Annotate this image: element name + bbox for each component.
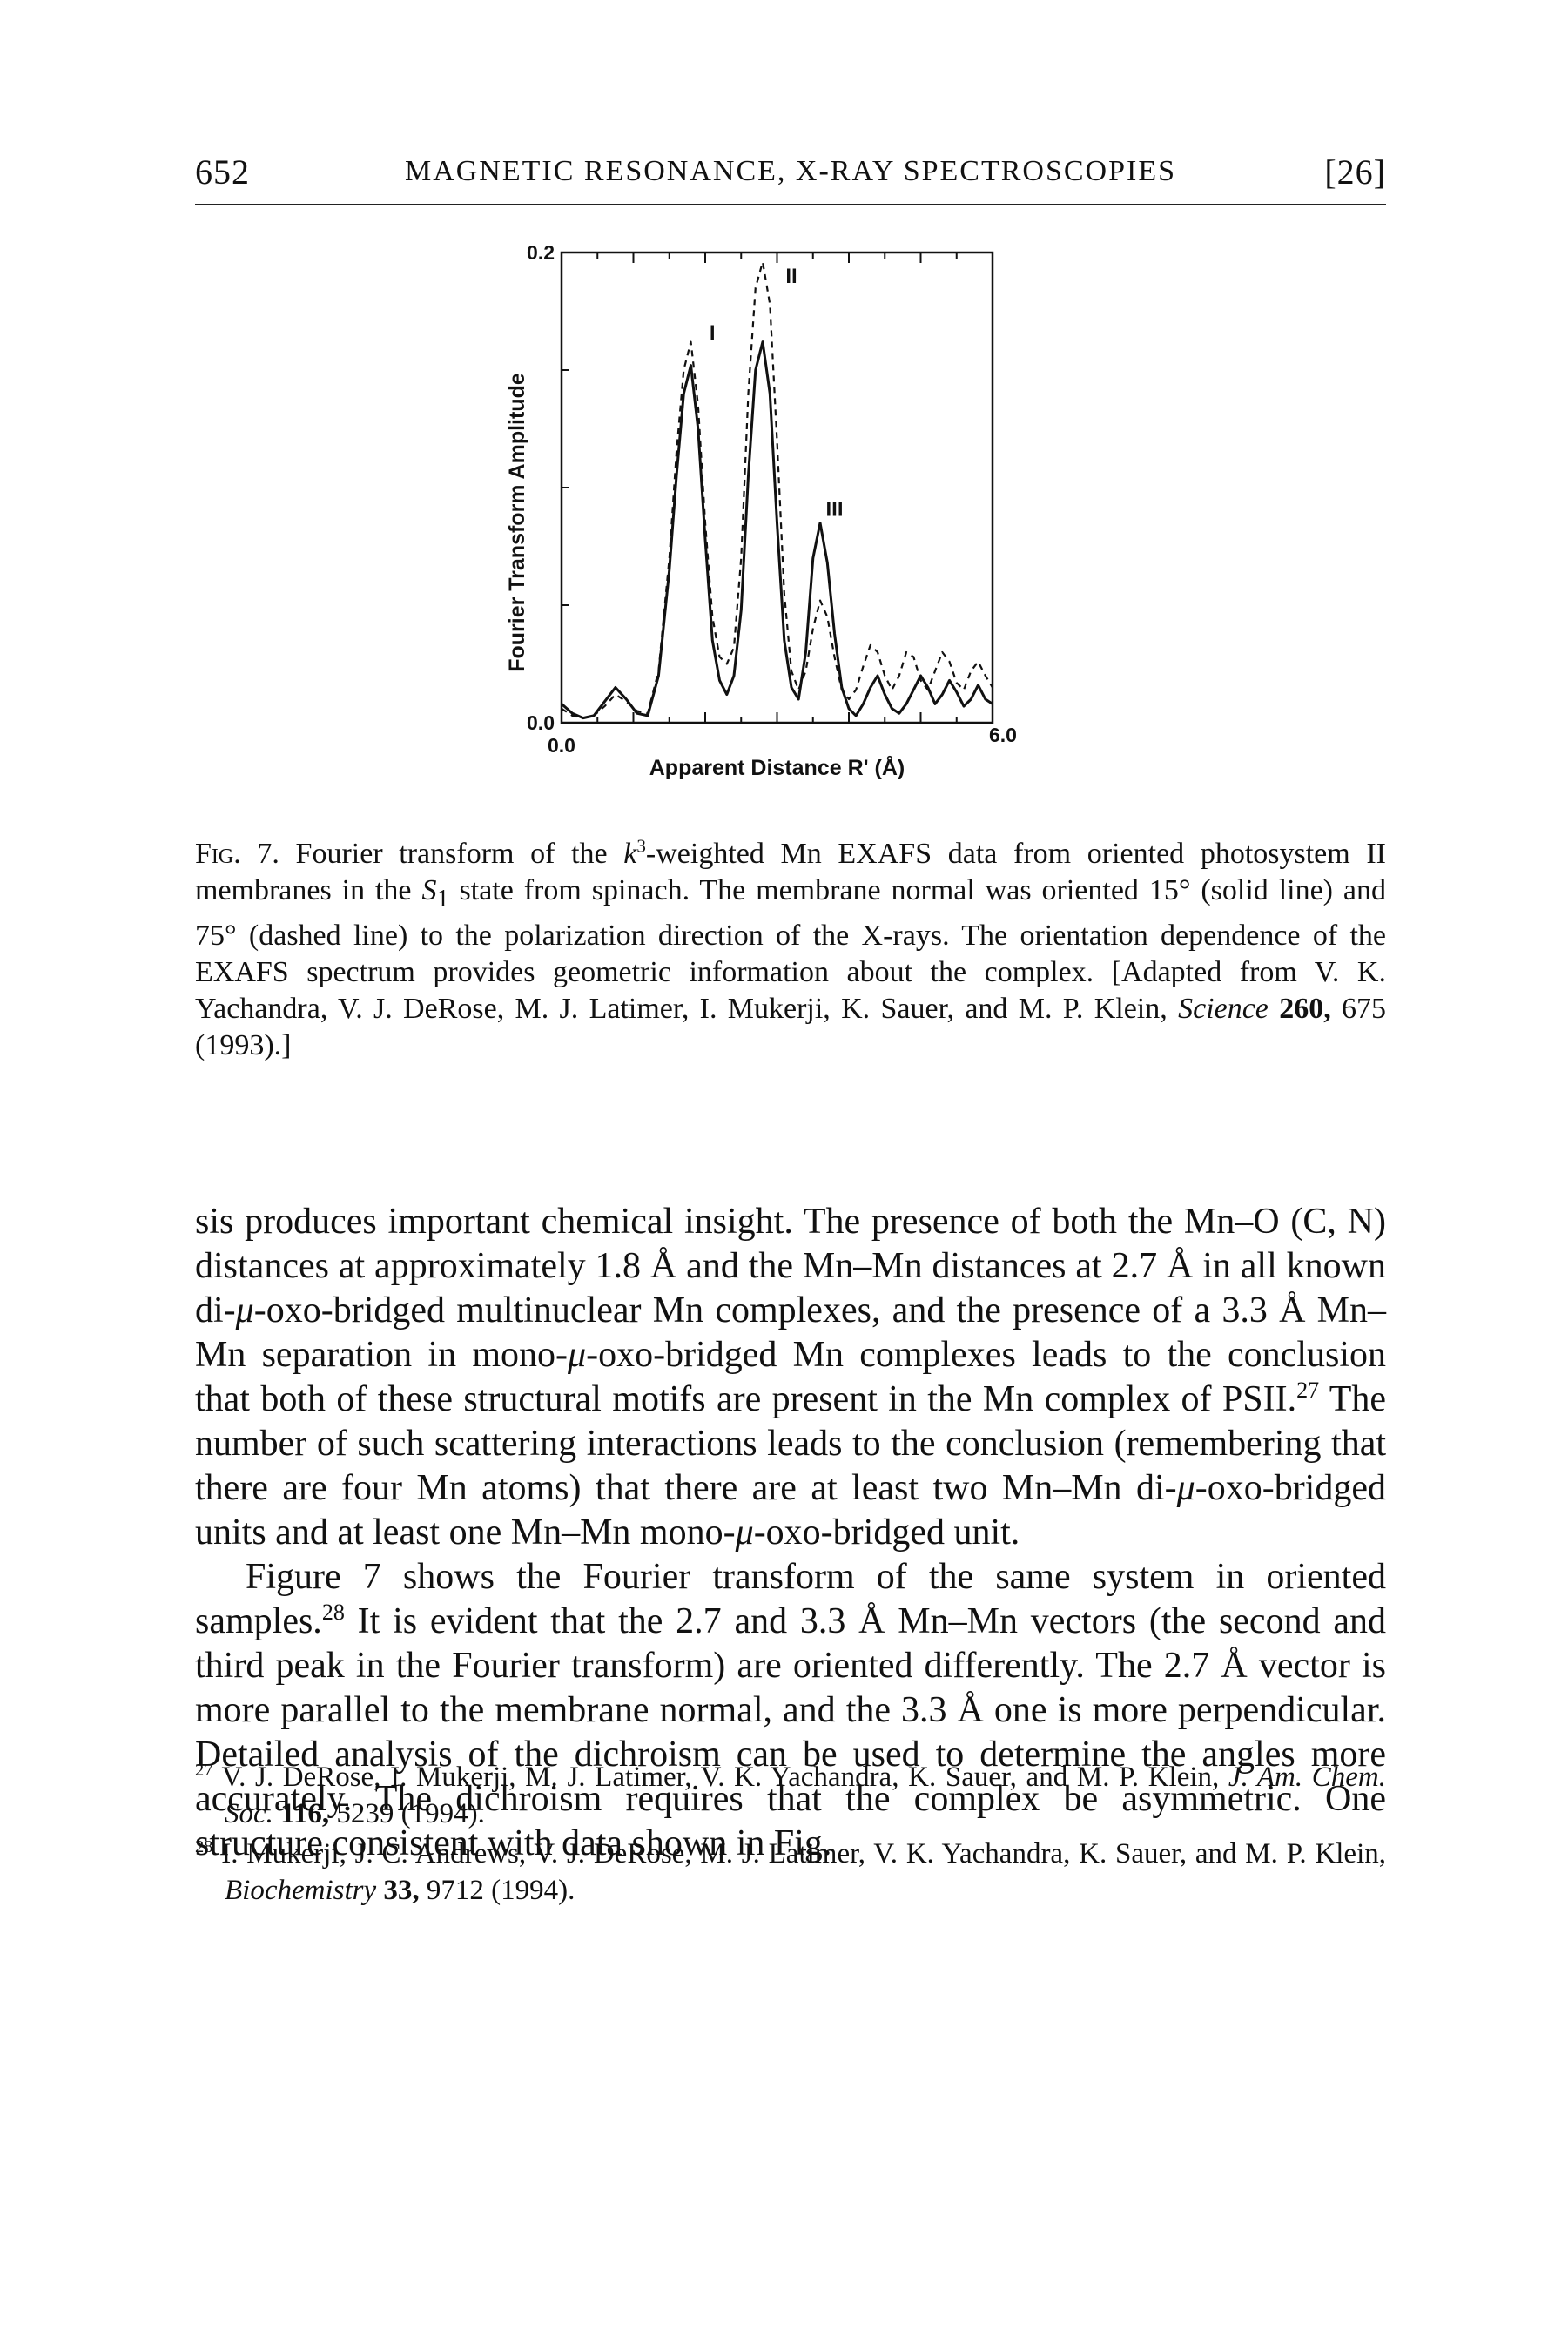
p1-text-c: -oxo-bridged Mn complexes leads to the c… [195,1335,1387,1419]
x-axis-title: Apparent Distance R' (Å) [649,755,905,780]
ref-27: 27 [1296,1378,1320,1403]
footnote-27: 27 V. J. DeRose, I. Mukerji, M. J. Latim… [195,1759,1386,1832]
caption-journal: Science [1178,992,1269,1025]
caption-volume: 260, [1279,992,1331,1025]
x-tick-label: 0.0 [548,734,575,757]
p1-text-a: sis produces important chemical insight.… [195,1202,1386,1330]
paragraph-2: Figure 7 shows the Fourier transform of … [195,1555,1386,1866]
mu-symbol: μ [235,1290,254,1330]
ref-28: 28 [321,1600,345,1625]
footnote-volume: 116, [273,1798,330,1829]
mu-symbol: μ [568,1335,587,1375]
footnotes: 27 V. J. DeRose, I. Mukerji, M. J. Latim… [195,1759,1386,1912]
footnote-journal: Biochemistry [225,1875,377,1906]
mu-symbol: μ [735,1512,754,1553]
caption-k-var: k [623,838,637,870]
p1-text-b: -oxo-bridged multinuclear Mn complexes, … [195,1290,1386,1375]
paragraph-1: sis produces important chemical insight.… [195,1200,1386,1555]
footnote-number: 28 [195,1837,213,1856]
footnote-28: 28 I. Mukerji, J. C. Andrews, V. J. DeRo… [195,1836,1386,1909]
peak-label: I [710,321,716,345]
caption-rest: 675 (1993).] [195,992,1387,1061]
caption-text-1: Fourier transform of the [295,838,624,870]
footnote-pages: 9712 (1994). [419,1875,575,1906]
series-solid-line [561,340,993,720]
x-tick-label: 6.0 [989,724,1017,746]
p2-text-b: It is evident that the 2.7 and 3.3 Å Mn–… [195,1601,1386,1863]
footnote-pages: 5239 (1994). [329,1798,485,1829]
p1-text-d: The number of such scattering interactio… [195,1379,1386,1508]
caption-text-3: state from spinach. The membrane normal … [195,874,1387,1025]
footnote-volume: 33, [376,1875,420,1906]
header-rule [195,204,1386,205]
running-title: MAGNETIC RESONANCE, X-RAY SPECTROSCOPIES [404,155,1177,187]
peak-label: II [785,265,797,288]
y-axis-title: Fourier Transform Amplitude [505,373,529,672]
peak-label: III [825,497,843,521]
caption-label: Fig. 7. [195,838,279,870]
caption-text-2: -weighted Mn EXAFS data from oriented ph… [195,838,1387,906]
plot-frame [560,251,994,724]
series-dashed-line [561,260,993,719]
footnote-authors: V. J. DeRose, I. Mukerji, M. J. Latimer,… [212,1762,1228,1793]
mu-symbol: μ [1176,1468,1195,1508]
running-header: 652 MAGNETIC RESONANCE, X-RAY SPECTROSCO… [195,146,1386,199]
y-tick-label: 0.0 [527,711,555,734]
p2-text-a: Figure 7 shows the Fourier transform of … [195,1557,1386,1641]
p1-text-e: -oxo-bridged units and at least one Mn–M… [195,1468,1386,1553]
footnote-number: 27 [195,1761,213,1780]
p1-text-f: -oxo-bridged unit. [753,1512,1020,1553]
caption-s-var: S [421,874,437,906]
caption-k-exp: 3 [636,835,646,857]
body-text: sis produces important chemical insight.… [195,1200,1386,1866]
footnote-journal: J. Am. Chem. Soc. [225,1762,1387,1829]
caption-s-sub: 1 [436,885,449,913]
section-number: [26] [1324,152,1386,192]
y-tick-label: 0.2 [527,241,555,264]
page-number: 652 [195,152,250,192]
footnote-authors: I. Mukerji, J. C. Andrews, V. J. DeRose,… [212,1838,1386,1869]
figure-caption: Fig. 7. Fourier transform of the k3-weig… [195,836,1386,1064]
